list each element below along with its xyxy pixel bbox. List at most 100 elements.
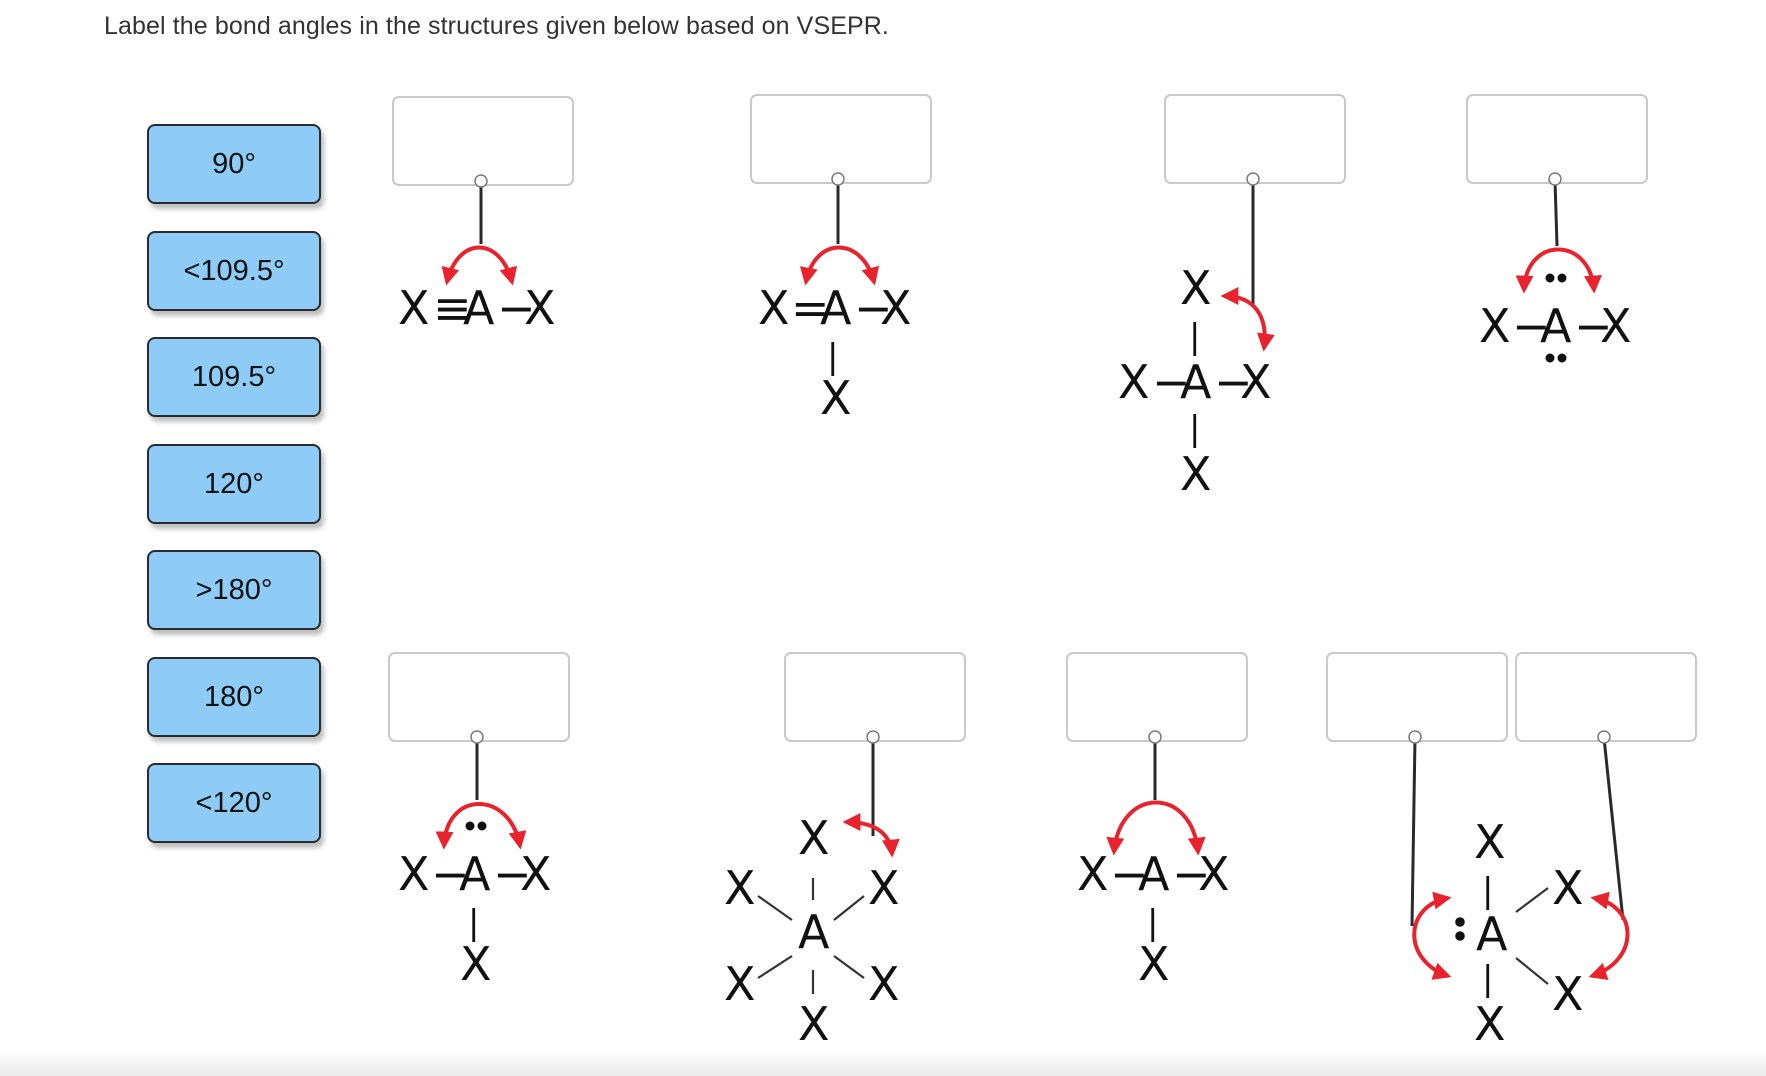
svg-text:X: X: [1600, 299, 1632, 353]
angle-arrow-2: [799, 245, 880, 286]
answer-chip-109-5[interactable]: 109.5°: [147, 337, 321, 417]
svg-text:A: A: [459, 847, 491, 901]
svg-text:X: X: [798, 811, 830, 865]
chip-label: 90°: [212, 147, 256, 180]
svg-text:A: A: [1138, 847, 1170, 901]
svg-text:X: X: [1198, 847, 1230, 901]
angle-arrow-8: [1412, 891, 1452, 980]
molecule-2: X = A − X | X: [758, 281, 912, 425]
molecule-5: X − A − X | X: [398, 821, 552, 991]
chip-label: <109.5°: [183, 254, 285, 287]
svg-text:X: X: [820, 371, 852, 425]
chip-label: 109.5°: [191, 360, 277, 393]
chip-label: 180°: [204, 680, 264, 713]
molecule-6: X X X A X X X: [724, 811, 900, 1051]
svg-text:X: X: [524, 281, 556, 335]
drop-target-6[interactable]: [784, 652, 966, 742]
svg-text:X: X: [1474, 815, 1506, 869]
svg-text:|: |: [1482, 959, 1493, 999]
svg-text:X: X: [1240, 355, 1272, 409]
svg-text:−: −: [1172, 847, 1211, 901]
svg-text:|: |: [1482, 871, 1493, 911]
lone-pair-dots: [1455, 917, 1465, 941]
molecule-7: X − A − X | X: [1077, 847, 1230, 991]
svg-text:X: X: [758, 281, 790, 335]
svg-text:A: A: [463, 281, 495, 335]
svg-text:X: X: [868, 957, 900, 1011]
svg-text:−: −: [497, 281, 536, 335]
svg-text:X: X: [724, 957, 756, 1011]
svg-text:A: A: [1540, 299, 1572, 353]
leader-line-4: [1553, 179, 1559, 247]
chip-label: >180°: [195, 573, 273, 606]
answer-chip-120[interactable]: 120°: [147, 444, 321, 524]
svg-text:|: |: [1189, 317, 1200, 357]
svg-text:A: A: [1180, 355, 1212, 409]
svg-text:−: −: [854, 281, 893, 335]
svg-text:X: X: [520, 847, 552, 901]
answer-chip-90[interactable]: 90°: [147, 124, 321, 204]
svg-text:X: X: [1479, 299, 1511, 353]
drop-target-2[interactable]: [750, 94, 932, 184]
svg-text:X: X: [1180, 447, 1212, 501]
svg-text:−: −: [1214, 355, 1253, 409]
instruction-text: Label the bond angles in the structures …: [104, 12, 889, 40]
svg-text:X: X: [398, 281, 430, 335]
svg-text:X: X: [1138, 937, 1170, 991]
angle-arrows: [435, 245, 1630, 980]
svg-text:|: |: [1189, 409, 1200, 449]
svg-text:=: =: [791, 281, 830, 335]
svg-text:−: −: [1152, 355, 1191, 409]
svg-text:|: |: [468, 903, 479, 943]
angle-arrow-1: [441, 245, 518, 286]
seesaw-bonds: [1515, 887, 1549, 985]
svg-text:−: −: [1574, 299, 1613, 353]
angle-arrow-9: [1588, 891, 1630, 980]
drop-target-8[interactable]: [1326, 652, 1508, 742]
drop-target-3[interactable]: [1164, 94, 1346, 184]
svg-text:|: |: [1147, 903, 1158, 943]
svg-text:A: A: [798, 905, 830, 959]
lone-pair-dots: [1545, 273, 1567, 363]
bottom-bar: [0, 1050, 1766, 1076]
chip-label: 120°: [204, 467, 264, 500]
svg-text:A: A: [1476, 907, 1508, 961]
answer-chip-greater-180[interactable]: >180°: [147, 550, 321, 630]
molecule-8: X | A X X | X: [1455, 815, 1584, 1051]
angle-arrow-3: [1220, 287, 1275, 352]
svg-text:−: −: [1110, 847, 1149, 901]
svg-text:X: X: [880, 281, 912, 335]
svg-text:|: |: [827, 337, 838, 377]
molecule-1: X ≡ A − X: [398, 281, 556, 335]
svg-text:−: −: [431, 847, 470, 901]
leader-line-8: [1410, 737, 1417, 927]
drop-target-9[interactable]: [1515, 652, 1697, 742]
answer-chip-less-120[interactable]: <120°: [147, 763, 321, 843]
svg-text:X: X: [460, 937, 492, 991]
svg-text:X: X: [1474, 997, 1506, 1051]
angle-arrow-4: [1515, 247, 1602, 294]
drop-target-5[interactable]: [388, 652, 570, 742]
svg-text:−: −: [1512, 299, 1551, 353]
molecule-4: X − A − X: [1479, 273, 1632, 363]
svg-text:X: X: [1180, 261, 1212, 315]
answer-chip-180[interactable]: 180°: [147, 657, 321, 737]
svg-text:X: X: [1118, 355, 1150, 409]
octahedral-bonds: [757, 878, 865, 994]
leader-pins: [470, 172, 1611, 744]
svg-text:−: −: [493, 847, 532, 901]
svg-text:X: X: [798, 997, 830, 1051]
answer-chip-less-109-5[interactable]: <109.5°: [147, 231, 321, 311]
angle-arrow-6: [842, 813, 900, 858]
svg-text:≡: ≡: [433, 281, 472, 335]
leader-line-9: [1602, 737, 1625, 921]
angle-arrow-5: [435, 802, 527, 850]
svg-text:X: X: [868, 861, 900, 915]
svg-text:X: X: [1077, 847, 1109, 901]
chip-label: <120°: [195, 786, 273, 819]
leader-lines: [475, 179, 1625, 927]
svg-text:X: X: [1552, 861, 1584, 915]
svg-text:A: A: [820, 281, 852, 335]
angle-arrow-7: [1106, 800, 1206, 856]
